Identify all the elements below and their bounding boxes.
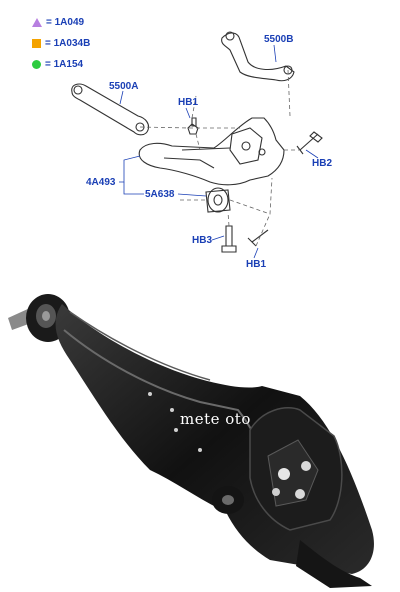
triangle-icon: [32, 18, 42, 27]
callout-5500b: 5500B: [264, 34, 294, 45]
bolt-hb1-top: [187, 117, 199, 135]
trailing-arm-4a493: [138, 117, 285, 186]
square-icon: [32, 39, 41, 48]
callout-hb1-top: HB1: [178, 97, 199, 108]
watermark-text: mete oto: [180, 410, 251, 428]
callout-5500a: 5500A: [109, 81, 139, 92]
assembly-dashed-lines: [139, 69, 300, 247]
arm-holes: [148, 392, 202, 452]
callout-5a638: 5A638: [145, 189, 175, 200]
legend-text: = 1A154: [45, 59, 84, 70]
legend-row-1a034b: = 1A034B: [32, 33, 142, 54]
callout-hb1-bottom: HB1: [246, 259, 267, 270]
bushing-5a638: [205, 187, 231, 213]
callout-hb3: HB3: [192, 235, 213, 246]
rear-bushing: [212, 486, 244, 514]
bolt-hb3: [221, 225, 237, 253]
mounting-plate: [249, 407, 343, 531]
callout-hb2: HB2: [312, 158, 333, 169]
legend-text: = 1A034B: [45, 38, 91, 49]
legend-row-1a154: = 1A154: [32, 54, 142, 75]
callout-4a493: 4A493: [86, 177, 116, 188]
legend-row-1a049: = 1A049: [32, 12, 142, 33]
legend-text: = 1A049: [46, 17, 85, 28]
front-bushing: [8, 294, 70, 342]
callout-leaders: [119, 44, 319, 259]
parts-legend: = 1A049 = 1A034B = 1A154: [32, 12, 142, 75]
exploded-parts-diagram: [71, 31, 323, 259]
circle-icon: [32, 60, 41, 69]
